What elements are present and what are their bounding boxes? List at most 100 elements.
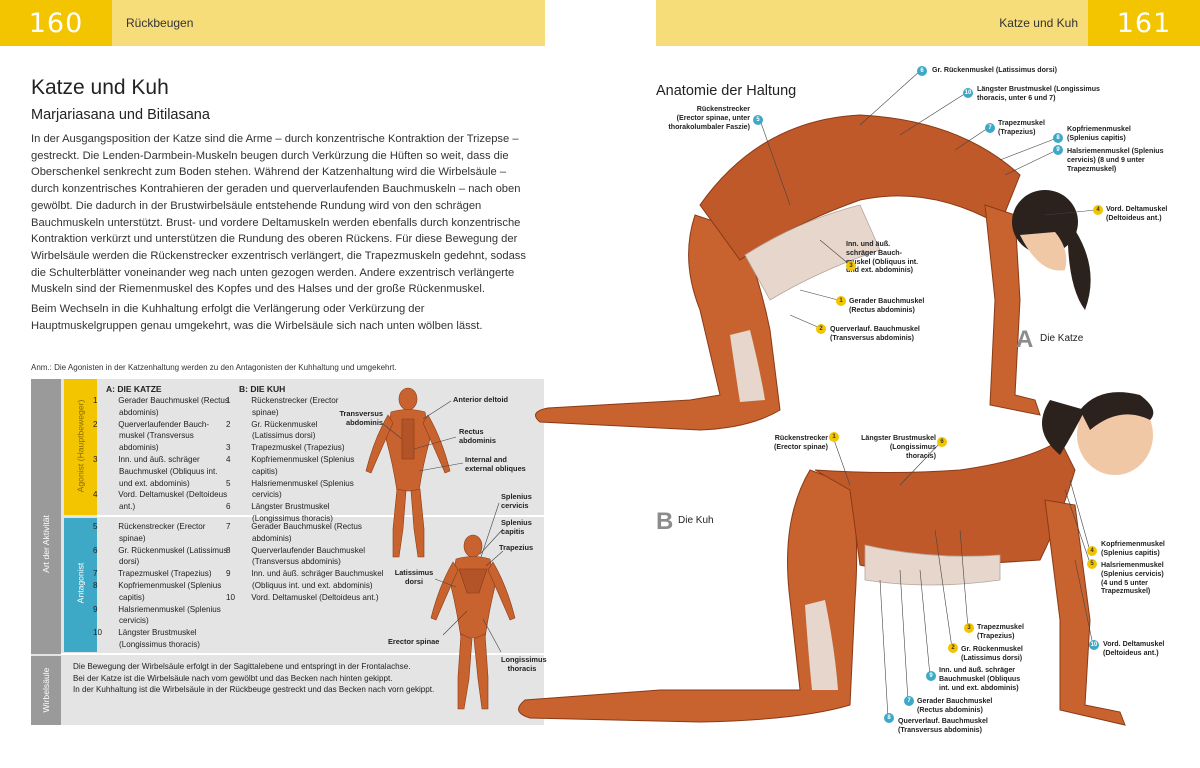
- cat-label-5: Rückenstrecker (Erector spinae, unter th…: [668, 105, 750, 131]
- list-item: 3 Inn. und äuß. schräger Bauchmuskel (Ob…: [93, 454, 218, 488]
- spine-description: Die Bewegung der Wirbelsäule erfolgt in …: [73, 661, 533, 696]
- spine-line: In der Kuhhaltung ist die Wirbelsäule in…: [73, 685, 435, 695]
- antagonist-a-list: 5 Rückenstrecker (Erector spinae) 6 Gr. …: [93, 521, 231, 651]
- front-muscle-figure: [365, 387, 451, 558]
- spine-line: Die Bewegung der Wirbelsäule erfolgt in …: [73, 662, 411, 671]
- col-a-header: A: DIE KATZE: [106, 384, 162, 394]
- list-item: 8 Kopfriemenmuskel (Splenius capitis): [93, 580, 222, 602]
- list-item: 2 Gr. Rückenmuskel (Latissimus dorsi): [226, 419, 318, 441]
- list-item: 2 Querverlaufender Bauch-muskel (Transve…: [93, 419, 210, 453]
- label-trapezius: Trapezius: [499, 543, 534, 552]
- left-header-bar: 160 Rückbeugen: [0, 0, 545, 46]
- label-anterior-deltoid: Anterior deltoid: [453, 395, 509, 404]
- cat-label-9: Halsriemenmuskel (Splenius cervicis) (8 …: [1067, 147, 1164, 173]
- number-badge: 4: [1087, 546, 1097, 556]
- label-latissimus: Latissimus dorsi: [394, 568, 434, 586]
- list-item: 1 Rückenstrecker (Erector spinae): [226, 396, 339, 417]
- number-badge: 10: [963, 88, 973, 98]
- left-page-number: 160: [0, 0, 112, 46]
- list-item: 8 Querverlaufender Bauchmuskel (Transver…: [226, 545, 366, 567]
- number-badge: 7: [985, 123, 995, 133]
- figure-leader-lines: [382, 400, 504, 653]
- cow-label-4: Kopfriemenmuskel (Splenius capitis): [1101, 540, 1165, 557]
- cow-leader-lines: [832, 436, 1094, 719]
- cat-label-4: Vord. Deltamuskel (Deltoideus ant.): [1106, 205, 1168, 222]
- cow-label-6: Längster Brustmuskel (Longissimus thorac…: [861, 434, 936, 460]
- agonist-column: Agonist (Hauptbeweger): [64, 379, 97, 515]
- right-section-title: Katze und Kuh: [999, 16, 1078, 30]
- list-item: 6 Längster Brustmuskel (Longissimus thor…: [226, 502, 333, 523]
- cow-label-5: Halsriemenmuskel (Splenius cervicis) (4 …: [1101, 561, 1164, 596]
- spine-column: Wirbelsäule: [31, 656, 61, 725]
- number-badge: 6: [937, 437, 947, 447]
- article-note: Anm.: Die Agonisten in der Katzenhaltung…: [31, 363, 397, 372]
- left-section-title: Rückbeugen: [126, 16, 194, 30]
- list-item: 3 Trapezmuskel (Trapezius): [226, 443, 345, 453]
- cat-pose-figure: [535, 114, 1091, 431]
- agonist-a-list: 1 Gerader Bauchmuskel (Rectus abdominis)…: [93, 395, 231, 513]
- list-item: 7 Gerader Bauchmuskel (Rectus abdominis): [226, 522, 362, 543]
- cat-label-6: Gr. Rückenmuskel (Latissimus dorsi): [932, 66, 1057, 74]
- list-item: 10 Vord. Deltamuskel (Deltoideus ant.): [226, 592, 379, 602]
- list-item: 4 Vord. Deltamuskel (Deltoideus ant.): [93, 490, 228, 512]
- number-badge: 9: [926, 671, 936, 681]
- list-item: 9 Inn. und äuß. schräger Bauchmuskel (Ob…: [226, 569, 384, 590]
- table-separator: [97, 515, 544, 517]
- label-obliques: Internal and external obliques: [465, 455, 526, 473]
- list-item: 9 Halsriemenmuskel (Splenius cervicis): [93, 604, 221, 626]
- cow-label-9: Inn. und äuß. schräger Bauchmuskel (Obli…: [939, 666, 1021, 692]
- cat-label-7: Trapezmuskel (Trapezius): [998, 119, 1045, 136]
- cat-label-1: Gerader Bauchmuskel (Rectus abdominis): [849, 297, 925, 314]
- activity-column: Art der Aktivität: [31, 379, 61, 654]
- list-item: 1 Gerader Bauchmuskel (Rectus abdominis): [93, 396, 229, 417]
- cow-label-8: Querverlauf. Bauchmuskel (Transversus ab…: [898, 717, 988, 734]
- number-badge: 1: [836, 296, 846, 306]
- pose-b-label: Die Kuh: [678, 515, 714, 526]
- cat-label-10: Längster Brustmuskel (Longissimus thorac…: [977, 85, 1100, 102]
- label-longissimus: Longissimus thoracis: [501, 655, 547, 673]
- number-badge: 2: [948, 643, 958, 653]
- article-paragraph-2: Beim Wechseln in die Kuhhaltung erfolgt …: [31, 303, 483, 332]
- number-badge: 1: [829, 432, 839, 442]
- cow-label-7: Gerader Bauchmuskel (Rectus abdominis): [917, 697, 993, 714]
- label-transversus: Transversus abdominis: [339, 409, 383, 427]
- cat-label-3: Inn. und äuß. schräger Bauch-muskel (Obl…: [846, 240, 919, 275]
- number-badge: 3: [846, 261, 856, 271]
- list-item: 10 Längster Brustmuskel (Longissimus tho…: [93, 628, 200, 649]
- number-badge: 6: [917, 66, 927, 76]
- label-splenius-capitis: Splenius capitis: [501, 518, 532, 536]
- article-title: Katze und Kuh: [31, 76, 169, 99]
- label-erector: Erector spinae: [388, 637, 440, 646]
- table-separator: [61, 653, 544, 655]
- cow-label-1: Rückenstrecker (Erector spinae): [773, 434, 828, 451]
- pose-a-label: Die Katze: [1040, 333, 1084, 344]
- number-badge: 2: [816, 324, 826, 334]
- anatomy-title: Anatomie der Haltung: [656, 83, 797, 99]
- antagonist-column: Antagonist: [64, 518, 97, 652]
- number-badge: 4: [1093, 205, 1103, 215]
- cat-label-2: Querverlauf. Bauchmuskel (Transversus ab…: [830, 325, 920, 342]
- col-b-header: B: DIE KUH: [239, 384, 286, 394]
- anatomy-figures: [365, 387, 516, 710]
- cat-leader-lines: [759, 70, 1097, 329]
- number-badge: 10: [1089, 640, 1099, 650]
- label-rectus: Rectus abdominis: [459, 427, 496, 445]
- back-muscle-figure: [430, 534, 516, 710]
- right-header-bar: Katze und Kuh 161: [656, 0, 1200, 46]
- cow-label-10: Vord. Deltamuskel (Deltoideus ant.): [1103, 640, 1165, 657]
- spine-line: Bei der Katze ist die Wirbelsäule nach v…: [73, 673, 393, 683]
- list-item: 6 Gr. Rückenmuskel (Latissimus dorsi): [93, 545, 228, 567]
- list-item: 5 Halsriemenmuskel (Splenius cervicis): [226, 478, 354, 500]
- pose-a-letter: A: [1016, 326, 1034, 353]
- list-item: 5 Rückenstrecker (Erector spinae): [93, 522, 206, 543]
- label-splenius-cervicis: Splenius cervicis: [501, 492, 532, 510]
- antagonist-b-list: 7 Gerader Bauchmuskel (Rectus abdominis)…: [226, 521, 389, 604]
- list-item: 7 Trapezmuskel (Trapezius): [93, 569, 212, 579]
- number-badge: 9: [1053, 145, 1063, 155]
- cat-label-8: Kopfriemenmuskel (Splenius capitis): [1067, 125, 1131, 142]
- cow-pose-figure: [518, 392, 1154, 726]
- number-badge: 8: [1053, 133, 1063, 143]
- list-item: 4 Kopfriemenmuskel (Splenius capitis): [226, 454, 355, 476]
- cow-label-2: Gr. Rückenmuskel (Latissimus dorsi): [961, 645, 1023, 662]
